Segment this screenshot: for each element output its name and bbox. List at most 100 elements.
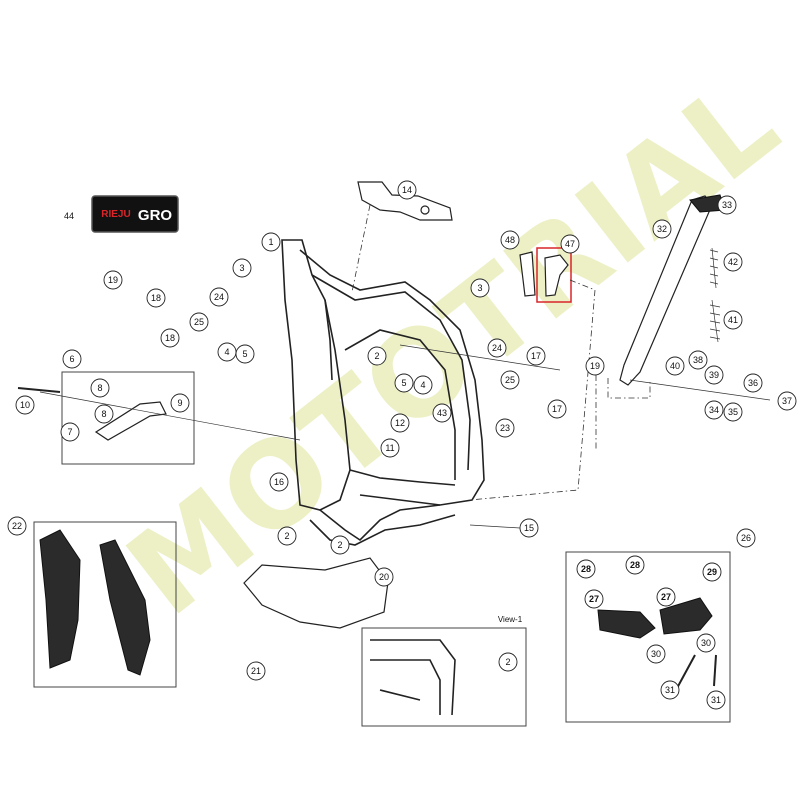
callout-label: 21 bbox=[251, 666, 261, 676]
callout-5: 5 bbox=[235, 344, 255, 364]
leader-14 bbox=[351, 204, 371, 293]
callout-label: 30 bbox=[651, 649, 661, 659]
callout-label: 35 bbox=[728, 407, 738, 417]
callout-label: 2 bbox=[374, 351, 379, 361]
callout-label: 27 bbox=[589, 594, 599, 604]
leader-40 bbox=[629, 379, 771, 401]
spring-41 bbox=[709, 299, 721, 343]
callout-circle bbox=[160, 328, 180, 348]
callout-label: 9 bbox=[177, 398, 182, 408]
callout-circle bbox=[704, 365, 724, 385]
callout-label: 15 bbox=[524, 523, 534, 533]
callout-label: 31 bbox=[665, 685, 675, 695]
callout-label: 18 bbox=[151, 293, 161, 303]
callout-circle bbox=[146, 288, 166, 308]
callout-16: 16 bbox=[269, 472, 289, 492]
callout-circle bbox=[688, 350, 708, 370]
callout-5: 5 bbox=[394, 373, 414, 393]
callout-label: 30 bbox=[701, 638, 711, 648]
callout-circle bbox=[547, 399, 567, 419]
main-frame bbox=[281, 239, 485, 546]
callout-label: 25 bbox=[505, 375, 515, 385]
callout-label: 37 bbox=[782, 396, 792, 406]
callout-label: 2 bbox=[284, 531, 289, 541]
callout-25: 25 bbox=[500, 370, 520, 390]
callout-24: 24 bbox=[209, 287, 229, 307]
box-part-6 bbox=[61, 371, 195, 465]
callout-label: 23 bbox=[500, 423, 510, 433]
callout-circle bbox=[519, 518, 539, 538]
callout-circle bbox=[232, 258, 252, 278]
callout-20: 20 bbox=[374, 567, 394, 587]
callout-label: 17 bbox=[531, 351, 541, 361]
callout-34: 34 bbox=[704, 400, 724, 420]
callout-label: 28 bbox=[630, 560, 640, 570]
callout-circle bbox=[62, 349, 82, 369]
callout-circle bbox=[7, 516, 27, 536]
callout-label: 27 bbox=[661, 592, 671, 602]
callout-circle bbox=[500, 370, 520, 390]
callout-circle bbox=[702, 562, 722, 582]
callout-circle bbox=[706, 690, 726, 710]
callout-circle bbox=[15, 395, 35, 415]
callout-31: 31 bbox=[660, 680, 680, 700]
callout-circle bbox=[432, 403, 452, 423]
callout-2: 2 bbox=[330, 535, 350, 555]
guard-right bbox=[99, 539, 151, 676]
spring-42 bbox=[709, 247, 719, 289]
callout-8: 8 bbox=[90, 378, 110, 398]
callout-2: 2 bbox=[277, 526, 297, 546]
callout-14: 14 bbox=[397, 180, 417, 200]
callout-circle bbox=[189, 312, 209, 332]
callout-label: 28 bbox=[581, 564, 591, 574]
view-1-label: View-1 bbox=[498, 615, 523, 624]
watermark: MOTOTRIAL bbox=[102, 53, 800, 642]
callout-circle bbox=[743, 373, 763, 393]
logo-brand-left: RIEJU bbox=[101, 209, 130, 220]
callout-circle bbox=[269, 472, 289, 492]
callout-label: 8 bbox=[101, 409, 106, 419]
callout-label: 19 bbox=[590, 361, 600, 371]
callout-25: 25 bbox=[189, 312, 209, 332]
callout-37: 37 bbox=[777, 391, 797, 411]
callout-label: 31 bbox=[711, 695, 721, 705]
callout-circle bbox=[235, 344, 255, 364]
footpeg-left bbox=[597, 609, 656, 639]
callout-9: 9 bbox=[170, 393, 190, 413]
callout-24: 24 bbox=[487, 338, 507, 358]
callout-42: 42 bbox=[723, 252, 743, 272]
callout-label: 22 bbox=[12, 521, 22, 531]
callout-22: 22 bbox=[7, 516, 27, 536]
callout-circle bbox=[585, 356, 605, 376]
callout-31: 31 bbox=[706, 690, 726, 710]
callout-label: 34 bbox=[709, 405, 719, 415]
highlight-box-47 bbox=[536, 247, 572, 303]
callout-label: 4 bbox=[420, 380, 425, 390]
callout-30: 30 bbox=[696, 633, 716, 653]
callout-label: 38 bbox=[693, 355, 703, 365]
callout-41: 41 bbox=[723, 310, 743, 330]
callout-39: 39 bbox=[704, 365, 724, 385]
part-20-skidplate bbox=[243, 557, 389, 629]
callout-circle bbox=[625, 555, 645, 575]
view-1-frame bbox=[370, 639, 456, 716]
box-view-1 bbox=[361, 627, 527, 727]
callout-label: 39 bbox=[709, 370, 719, 380]
callout-circle bbox=[246, 661, 266, 681]
logo-badge bbox=[91, 195, 179, 233]
callout-circle bbox=[261, 232, 281, 252]
callout-circle bbox=[390, 413, 410, 433]
watermark-text: MOTOTRIAL bbox=[102, 53, 800, 642]
callout-4: 4 bbox=[217, 342, 237, 362]
callout-10: 10 bbox=[15, 395, 35, 415]
leader-32 bbox=[607, 378, 651, 399]
logo-code: 44 bbox=[64, 211, 74, 221]
callout-label: 26 bbox=[741, 533, 751, 543]
callout-35: 35 bbox=[723, 402, 743, 422]
callout-label: 2 bbox=[337, 540, 342, 550]
callout-circle bbox=[646, 644, 666, 664]
callout-label: 40 bbox=[670, 361, 680, 371]
callout-circle bbox=[665, 356, 685, 376]
callout-circle bbox=[656, 587, 676, 607]
